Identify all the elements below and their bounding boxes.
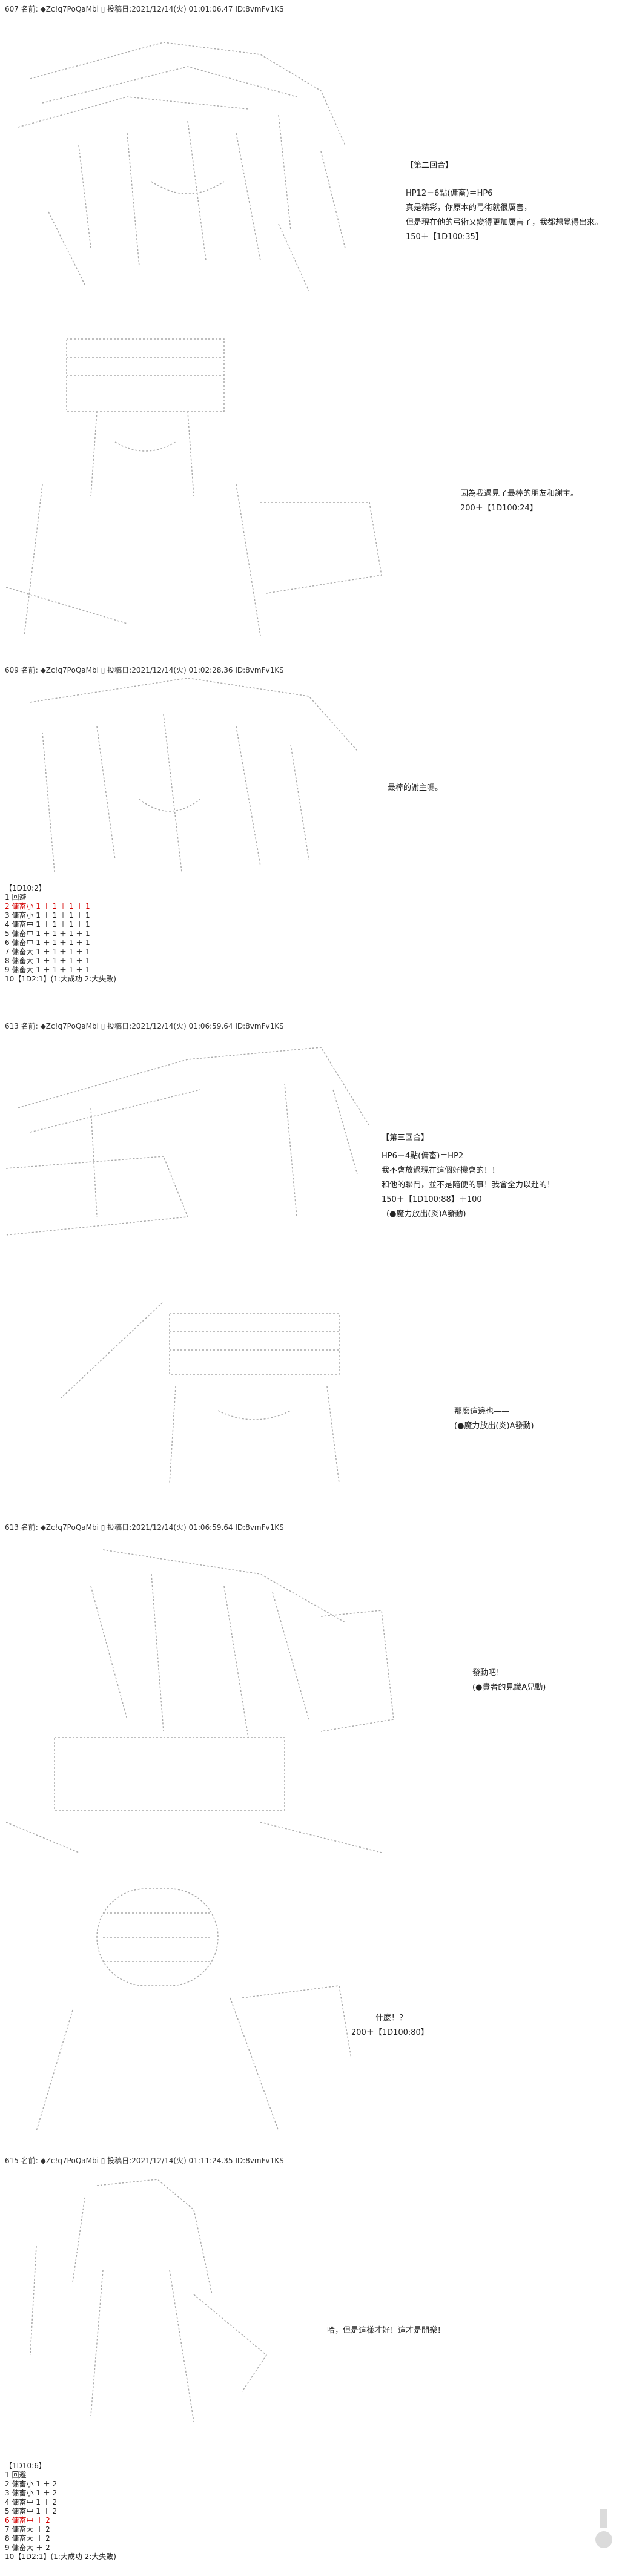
ascii-art-figure (18, 42, 346, 291)
dice-row: 8 傭畜大 ＋ 2 (5, 2534, 50, 2543)
ascii-art-figure (6, 1047, 370, 1236)
dialogue-note: 什麼！？ 200＋【1D100:80】 (351, 2011, 429, 2040)
dice-row: 5 傭畜中 1 ＋ 2 (5, 2507, 58, 2515)
dice-row: 6 傭畜中 1 ＋ 1 ＋ 1 ＋ 1 (5, 938, 90, 947)
dice-row: 10【1D2:1】(1:大成功 2:大失敗) (5, 2552, 116, 2561)
ascii-art-figure (30, 2179, 267, 2422)
round-3-note: 【第三回合】 HP6－4點(傭畜)＝HP2 我不會放過現在這個好機會的！！ 和他… (382, 1131, 555, 1222)
dialogue-line: 發動吧！ (472, 1668, 504, 1678)
dice-row: 8 傭畜大 1 ＋ 1 ＋ 1 ＋ 1 (5, 957, 90, 965)
dialogue-note: 那麼這邊也—— (●魔力放出(炎)A發動) (454, 1405, 534, 1434)
ascii-art-panel (6, 678, 382, 878)
dialogue-note: 最棒的謝主嗎。 (388, 781, 443, 796)
ascii-art-panel (24, 1302, 375, 1501)
ascii-art-panel (6, 321, 394, 648)
skill-activation: (●魔力放出(炎)A發動) (454, 1421, 534, 1431)
dialogue-line: 哈，但是這樣才好！這才是開樂！ (327, 2326, 446, 2335)
dialogue-line: 但是現在他的弓術又變得更加厲害了，我都想覺得出來。 (406, 218, 603, 227)
ascii-art-figure (30, 678, 358, 872)
dice-row-highlighted: 6 傭畜中 ＋ 2 (5, 2516, 50, 2525)
round-title: 【第二回合】 (406, 161, 454, 170)
ascii-art-panel (6, 1035, 394, 1326)
hp-line: HP12－6點(傭畜)＝HP6 (406, 189, 493, 198)
post-header: 613 名前: ◆Zc!q7PoQaMbi ▯ 投稿日:2021/12/14(火… (5, 1523, 284, 1532)
dice-row: 4 傭畜中 1 ＋ 1 ＋ 1 ＋ 1 (5, 920, 90, 929)
dice-row: 1 回避 (5, 2471, 27, 2479)
dialogue-line: 和他的聯鬥，並不是隨便的事！我會全力以赴的！ (382, 1181, 555, 1190)
roll-result: 150＋【1D100:88】＋100 (382, 1195, 482, 1204)
dice-row: 3 傭畜小 1 ＋ 1 ＋ 1 ＋ 1 (5, 911, 90, 920)
dice-row: 7 傭畜大 1 ＋ 1 ＋ 1 ＋ 1 (5, 947, 90, 956)
dice-row: 3 傭畜小 1 ＋ 2 (5, 2489, 58, 2497)
ascii-art-panel (6, 30, 382, 297)
dialogue-line: 最棒的謝主嗎。 (388, 783, 443, 792)
skill-activation: (●貴者的見識A兒動) (472, 1683, 546, 1692)
round-title: 【第三回合】 (382, 1133, 429, 1142)
dice-row: 4 傭畜中 1 ＋ 2 (5, 2498, 58, 2506)
dice-row-highlighted: 2 傭畜小 1 ＋ 1 ＋ 1 ＋ 1 (5, 902, 90, 911)
dialogue-note: 發動吧！ (●貴者的見識A兒動) (472, 1666, 546, 1695)
roll-result: 150＋【1D100:35】 (406, 232, 483, 242)
post-header: 615 名前: ◆Zc!q7PoQaMbi ▯ 投稿日:2021/12/14(火… (5, 2156, 284, 2165)
dialogue-line: 因為我遇見了最棒的朋友和謝主。 (460, 489, 579, 498)
roll-result: 200＋【1D100:80】 (351, 2028, 429, 2037)
dice-table: 【1D10:6】 1 回避 2 傭畜小 1 ＋ 2 3 傭畜小 1 ＋ 2 4 … (5, 2462, 116, 2561)
skill-activation: (●魔力放出(炎)A發動) (386, 1210, 466, 1219)
ascii-art-panel (6, 1538, 406, 1877)
post-header: 607 名前: ◆Zc!q7PoQaMbi ▯ 投稿日:2021/12/14(火… (5, 5, 284, 13)
dice-row: 1 回避 (5, 893, 27, 901)
ascii-art-figure (6, 338, 382, 636)
site-watermark-logo: DMZJ (556, 2449, 628, 2558)
post-header: 613 名前: ◆Zc!q7PoQaMbi ▯ 投稿日:2021/12/14(火… (5, 1022, 284, 1030)
round-2-note: 【第二回合】 HP12－6點(傭畜)＝HP6 真是精彩，你原本的弓術就很厲害， … (406, 159, 603, 245)
dice-roll-title: 【1D10:6】 (5, 2462, 46, 2470)
ascii-art-figure (6, 1549, 394, 1853)
dialogue-line: 那麼這邊也—— (454, 1407, 510, 1416)
ascii-art-figure (60, 1302, 340, 1484)
ascii-art-panel (24, 1877, 363, 2131)
post-header: 609 名前: ◆Zc!q7PoQaMbi ▯ 投稿日:2021/12/14(火… (5, 666, 284, 674)
hp-line: HP6－4點(傭畜)＝HP2 (382, 1151, 464, 1161)
dice-row: 9 傭畜大 ＋ 2 (5, 2543, 50, 2552)
dialogue-line: 真是精彩，你原本的弓術就很厲害， (406, 203, 532, 212)
dialogue-note: 哈，但是這樣才好！這才是開樂！ (327, 2324, 445, 2338)
dice-table: 【1D10:2】 1 回避 2 傭畜小 1 ＋ 1 ＋ 1 ＋ 1 3 傭畜小 … (5, 884, 116, 984)
dice-roll-title: 【1D10:2】 (5, 884, 46, 892)
dice-row: 5 傭畜中 1 ＋ 1 ＋ 1 ＋ 1 (5, 929, 90, 938)
dialogue-line: 什麼！？ (375, 2014, 408, 2023)
dialogue-note: 因為我遇見了最棒的朋友和謝主。 200＋【1D100:24】 (460, 487, 578, 516)
dice-row: 2 傭畜小 1 ＋ 2 (5, 2480, 58, 2488)
ascii-art-panel (12, 2173, 339, 2428)
ascii-art-figure (36, 1888, 352, 2131)
dice-row: 7 傭畜大 ＋ 2 (5, 2525, 50, 2534)
dialogue-line: 我不會放過現在這個好機會的！！ (382, 1166, 500, 1175)
dice-row: 10【1D2:1】(1:大成功 2:大失敗) (5, 975, 116, 983)
roll-result: 200＋【1D100:24】 (460, 504, 538, 513)
watermark-icon: DMZJ (556, 2486, 612, 2548)
dice-row: 9 傭畜大 1 ＋ 1 ＋ 1 ＋ 1 (5, 966, 90, 974)
